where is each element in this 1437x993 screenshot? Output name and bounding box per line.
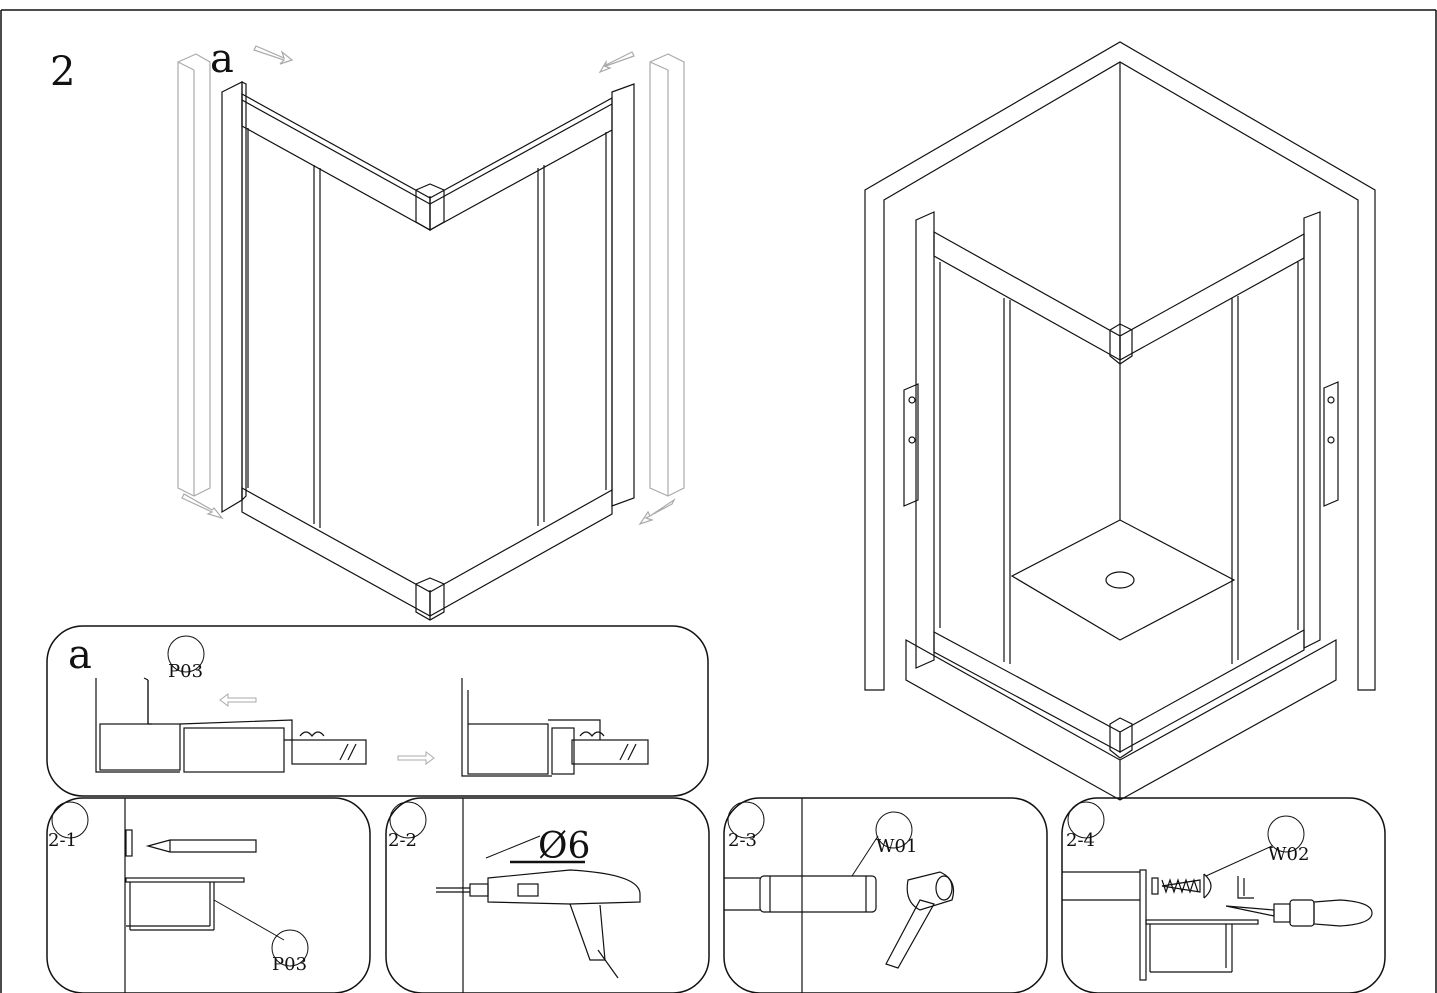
detail-a-part-code: P03 [168, 661, 203, 682]
substep-2-4-panel: 2-4 W02 [1061, 797, 1386, 993]
substep-2-2-id: 2-2 [388, 830, 417, 851]
drill-size-label: Ø6 [538, 826, 590, 867]
step-number: 2 [50, 49, 75, 95]
wall-profile-icon [125, 877, 245, 931]
profile-before-icon [95, 677, 367, 773]
substep-2-1-id: 2-1 [48, 830, 77, 851]
substep-2-4-part-code: W02 [1268, 844, 1309, 865]
substep-2-4-id: 2-4 [1066, 830, 1095, 851]
substep-2-3-part-code: W01 [876, 836, 917, 857]
detail-a-label: a [68, 632, 92, 678]
pencil-icon [125, 829, 257, 857]
main-detail-label: a [210, 36, 234, 82]
substep-2-2-panel: 2-2 Ø6 [385, 797, 710, 993]
page-frame [0, 9, 1437, 993]
substep-2-1-panel: 2-1 P03 [46, 797, 371, 993]
substep-2-3-panel: 2-3 W01 [723, 797, 1048, 993]
bracket-profile-icon [1145, 919, 1259, 973]
left-wall-profile [177, 53, 211, 497]
cap-icon [1237, 876, 1254, 899]
arrow-right-icon [397, 751, 435, 765]
detail-a-panel: a P03 [46, 625, 709, 797]
screwdriver-icon [1225, 899, 1373, 927]
slide-arrow-icons [181, 45, 676, 526]
arrow-left-icon [219, 693, 257, 707]
enclosure-exploded-view [177, 45, 685, 621]
right-wall-profile [649, 53, 685, 497]
substep-2-1-part-code: P03 [272, 954, 307, 975]
enclosure-installed-view [864, 41, 1376, 801]
screw-icon [1151, 873, 1212, 899]
drill-icon [436, 869, 641, 979]
wall-plug-icon [759, 875, 877, 913]
substep-2-3-id: 2-3 [728, 830, 757, 851]
profile-after-icon [461, 678, 649, 777]
hammer-icon [885, 871, 955, 969]
